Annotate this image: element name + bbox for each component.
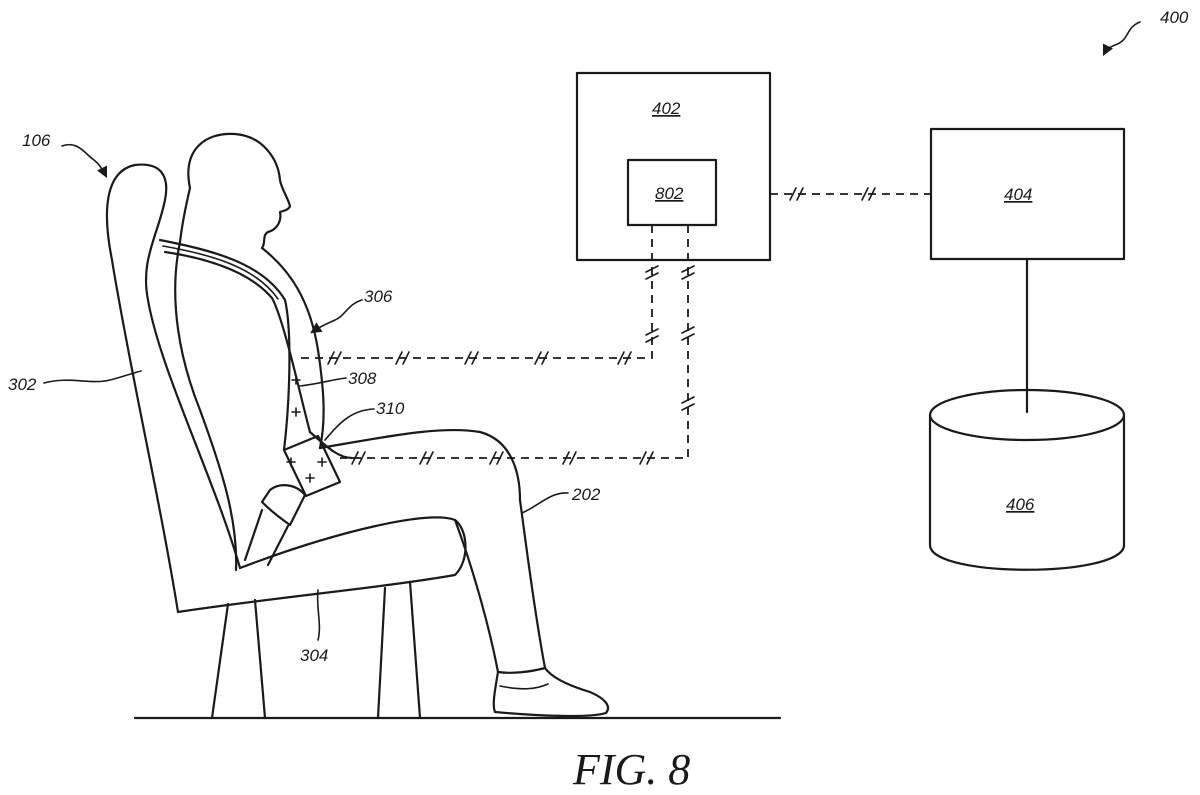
belt-sensor-pad xyxy=(282,434,342,498)
label-belt-webbing: 308 xyxy=(348,369,377,388)
module-webbing-link xyxy=(298,225,653,359)
controller-box xyxy=(575,71,772,262)
label-system: 400 xyxy=(1160,8,1189,27)
occupant-chest xyxy=(260,246,325,450)
figure-caption: FIG. 8 xyxy=(572,745,690,794)
occupant xyxy=(174,132,610,718)
leader-106 xyxy=(61,143,108,179)
label-module: 802 xyxy=(655,184,684,203)
module-box xyxy=(626,158,718,227)
belt-webbing-edge-inner xyxy=(163,250,312,434)
leader-202 xyxy=(521,492,569,514)
leader-304 xyxy=(316,589,321,641)
shoe-lace-line xyxy=(499,683,549,690)
seat-assembly xyxy=(105,163,467,720)
label-controller: 402 xyxy=(652,99,681,118)
database-cylinder xyxy=(928,388,1126,571)
seatbelt xyxy=(158,238,354,567)
label-seatbelt: 306 xyxy=(364,287,393,306)
seat-leg-rear-inner xyxy=(376,586,387,720)
seat-leg-front xyxy=(210,602,230,720)
belt-webbing-edge-outer xyxy=(158,238,291,452)
label-seat-back: 302 xyxy=(8,375,37,394)
leader-306 xyxy=(310,299,363,334)
occupant-shoe xyxy=(492,666,610,718)
module-sensor-link xyxy=(340,225,689,459)
belt-buckle xyxy=(260,484,307,527)
leader-400 xyxy=(1102,21,1141,57)
leader-lines xyxy=(43,21,1141,641)
sensor-markers xyxy=(286,375,327,483)
label-occupant: 202 xyxy=(571,485,601,504)
buckle-stalk-right xyxy=(266,524,290,567)
belt-webbing-centre xyxy=(162,245,279,300)
leader-310 xyxy=(324,408,375,441)
seat-leg-inner xyxy=(253,598,267,720)
signal-slash-marks xyxy=(327,187,876,465)
label-sensor: 310 xyxy=(376,399,405,418)
label-server: 404 xyxy=(1004,185,1032,204)
label-database: 406 xyxy=(1006,495,1035,514)
leader-308 xyxy=(299,377,347,387)
buckle-stalk-left xyxy=(243,508,264,562)
occupant-thigh-top xyxy=(318,428,522,502)
seat-cushion-outline xyxy=(176,516,467,614)
occupant-shin-back xyxy=(453,518,500,674)
seat-back-outline xyxy=(105,163,242,614)
seat-leg-rear xyxy=(408,580,422,720)
occupant-shin-front xyxy=(518,498,547,670)
label-seat-cushion: 304 xyxy=(300,646,328,665)
occupant-head xyxy=(187,132,292,250)
leader-302 xyxy=(43,370,142,384)
occupant-back xyxy=(174,186,238,572)
label-seat-assembly: 106 xyxy=(22,131,51,150)
